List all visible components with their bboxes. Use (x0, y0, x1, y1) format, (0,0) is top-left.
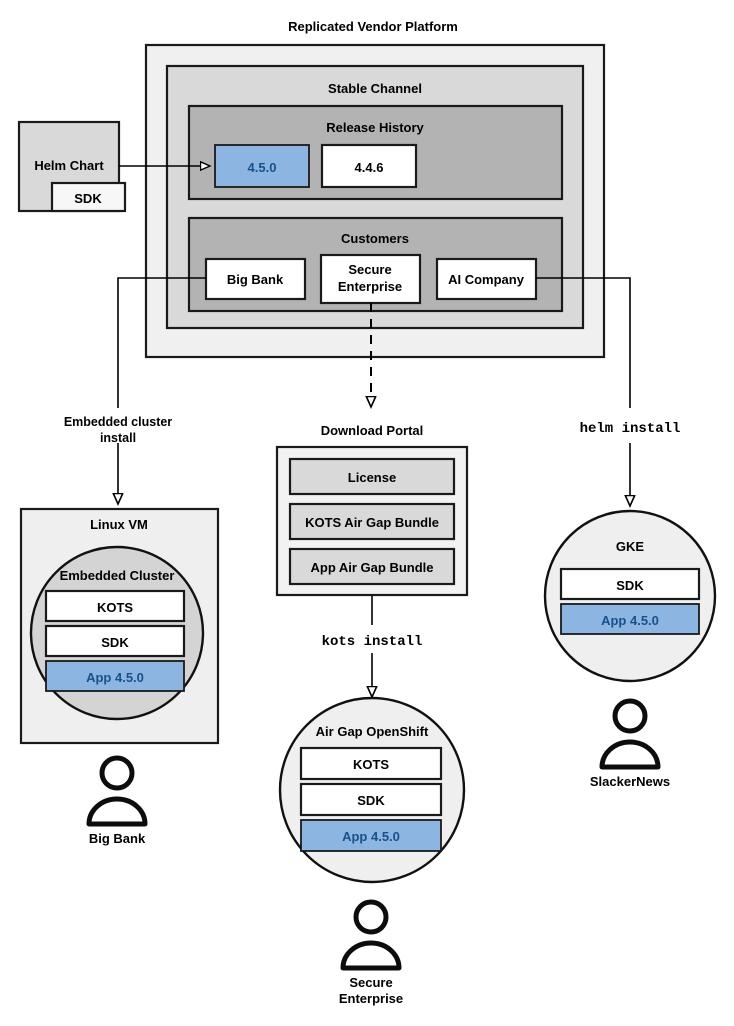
customers-title: Customers (341, 231, 409, 246)
component-label: App 4.5.0 (342, 829, 400, 844)
download-portal-title: Download Portal (321, 423, 424, 438)
user-label: SlackerNews (590, 774, 670, 789)
gke-title: GKE (616, 539, 645, 554)
portal-item-label: KOTS Air Gap Bundle (305, 515, 439, 530)
linux-vm-title: Linux VM (90, 517, 148, 532)
airgap-component-kots[interactable]: KOTS (299, 746, 443, 781)
edge-label-helm-install: helm install (580, 421, 681, 437)
portal-item-label: License (348, 470, 396, 485)
release-history-title: Release History (326, 120, 424, 135)
download-portal: Download Portal License KOTS Air Gap Bun… (275, 423, 469, 597)
helm-chart-sdk-box: SDK (50, 181, 127, 213)
gke-component-sdk[interactable]: SDK (559, 567, 701, 601)
edge-aicompany-down (536, 277, 631, 408)
customer-label: AI Company (448, 272, 525, 287)
portal-item-app-air-gap-bundle[interactable]: App Air Gap Bundle (288, 547, 456, 586)
component-label: SDK (616, 578, 644, 593)
customer-secure-enterprise[interactable]: Secure Enterprise (319, 253, 422, 305)
customer-label-line2: Enterprise (338, 279, 402, 294)
component-label: SDK (357, 793, 385, 808)
edge-label-embedded-install-line2: install (100, 431, 136, 445)
gke-component-app[interactable]: App 4.5.0 (560, 603, 700, 635)
airgap-component-sdk[interactable]: SDK (299, 782, 443, 817)
release-item-4-5-0[interactable]: 4.5.0 (214, 144, 310, 188)
linux-vm-component-sdk[interactable]: SDK (44, 624, 186, 658)
vendor-platform-container: Stable Channel Release History 4.5.0 4.4… (144, 43, 606, 359)
user-big-bank: Big Bank (86, 755, 148, 846)
component-label: KOTS (353, 757, 389, 772)
edge-label-embedded-install-line1: Embedded cluster (64, 415, 172, 429)
customer-label: Big Bank (227, 272, 284, 287)
airgap-openshift-circle: Air Gap OpenShift KOTS SDK App 4.5.0 (278, 696, 466, 884)
linux-vm-component-app[interactable]: App 4.5.0 (45, 660, 185, 692)
edge-label-kots-install: kots install (322, 634, 423, 650)
component-label: App 4.5.0 (86, 670, 144, 685)
embedded-cluster-title: Embedded Cluster (60, 568, 175, 583)
customers-box: Customers Big Bank Secure Enterprise AI … (187, 216, 564, 313)
release-version-label: 4.5.0 (248, 160, 277, 175)
user-slackernews: SlackerNews (590, 698, 670, 789)
user-label-line2: Enterprise (339, 991, 403, 1006)
user-label-line1: Secure (349, 975, 392, 990)
portal-item-license[interactable]: License (288, 457, 456, 496)
embedded-cluster-circle: Embedded Cluster KOTS SDK App 4.5.0 (29, 545, 205, 721)
linux-vm-box: Linux VM Embedded Cluster KOTS SDK App 4… (19, 507, 220, 745)
edge-bigbank-down (117, 277, 206, 408)
release-item-4-4-6[interactable]: 4.4.6 (320, 143, 418, 189)
airgap-openshift-title: Air Gap OpenShift (316, 724, 429, 739)
customer-label-line1: Secure (348, 262, 391, 277)
user-label: Big Bank (89, 831, 146, 846)
linux-vm-component-kots[interactable]: KOTS (44, 589, 186, 623)
customer-ai-company[interactable]: AI Company (435, 257, 538, 301)
release-version-label: 4.4.6 (355, 160, 384, 175)
stable-channel-title: Stable Channel (328, 81, 422, 96)
helm-chart-title: Helm Chart (34, 158, 104, 173)
helm-chart-box[interactable]: Helm Chart SDK (17, 120, 127, 213)
component-label: App 4.5.0 (601, 613, 659, 628)
page-title: Replicated Vendor Platform (288, 19, 458, 34)
stable-channel-box: Stable Channel Release History 4.5.0 4.4… (165, 64, 585, 330)
portal-item-label: App Air Gap Bundle (310, 560, 433, 575)
portal-item-kots-air-gap-bundle[interactable]: KOTS Air Gap Bundle (288, 502, 456, 541)
release-history-box: Release History 4.5.0 4.4.6 (187, 104, 564, 201)
gke-circle: GKE SDK App 4.5.0 (543, 509, 717, 683)
helm-chart-sdk-label: SDK (74, 191, 102, 206)
component-label: KOTS (97, 600, 133, 615)
airgap-component-app[interactable]: App 4.5.0 (300, 819, 442, 852)
customer-big-bank[interactable]: Big Bank (204, 257, 307, 301)
user-secure-enterprise: Secure Enterprise (339, 899, 403, 1006)
component-label: SDK (101, 635, 129, 650)
